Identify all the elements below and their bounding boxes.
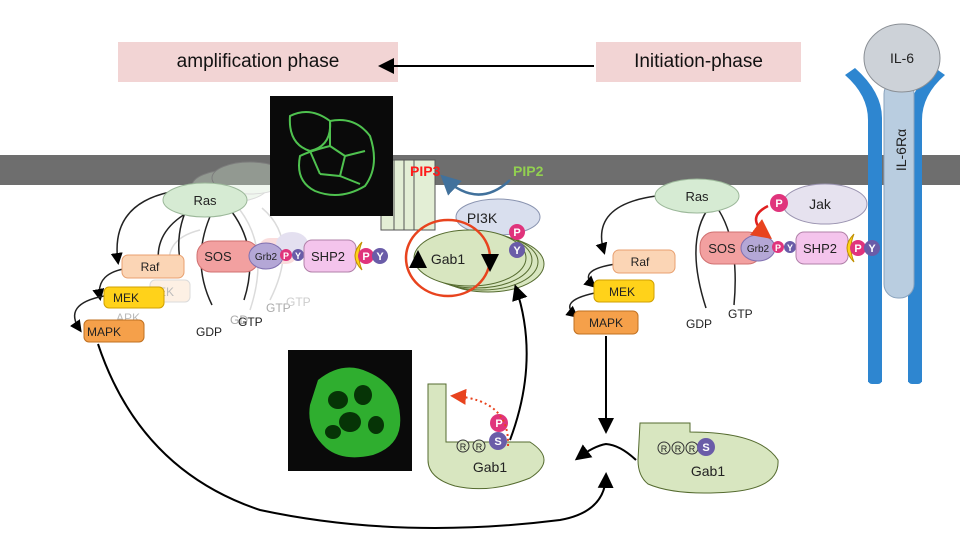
pip2-to-pip3-arrow [440,174,511,196]
y-right-label: Y [787,243,793,253]
r1-left-label: R [460,442,467,452]
s-right [697,438,715,456]
gab1-p-label: P [513,227,520,239]
il6-receptor [845,23,945,384]
gdp-right-label: GDP [686,317,712,331]
il6-label: IL-6 [890,50,914,66]
y-left-label: Y [295,251,301,261]
microscopy-image-membrane [270,96,393,216]
il6ra-label: IL-6Rα [893,129,909,171]
ghost-gtp-label: GTP [266,301,291,315]
mek-right [593,279,655,303]
microscopy-image-cytoplasm [288,350,412,471]
shp2-y-left [372,248,388,264]
pip2-label: PIP2 [513,163,544,179]
shp2-p-right-label: P [854,243,861,255]
mek-left [103,286,165,309]
gtp-left-label: GTP [238,315,263,329]
p-bottom [490,414,508,432]
down-triangle [481,254,499,272]
y-left [292,249,304,261]
amplification-phase-label: amplification phase [118,42,398,82]
gab1-conversion-arrow [574,442,637,461]
ras-right-label: Ras [685,189,709,204]
gab1-up-arrow [509,284,528,441]
up-triangle [409,250,427,268]
r1-left [456,439,470,453]
p-left-label: P [283,251,289,261]
p-right [772,241,784,253]
pi3k-label: PI3K [467,210,498,226]
gab1-main-label: Gab1 [431,251,465,267]
gab1-bottom-left [427,383,545,490]
gdp-loop-right [695,205,711,309]
gab1-p [509,224,525,240]
grb2-right-label: Grb2 [747,244,770,255]
ghost-gdp-label: GD [230,313,248,327]
shp2-y-right [864,240,880,256]
feedback-loop-arrow [97,343,614,529]
mapk-left-label: MAPK [87,325,121,339]
mek-left-label: MEK [113,291,139,305]
p-right-label: P [775,243,781,253]
p-left [280,249,292,261]
mek-to-mapk-arrow [69,295,105,333]
sos-right-label: SOS [708,241,736,256]
gab1-y-label: Y [513,245,521,257]
shp2-y-left-label: Y [376,251,384,263]
ras-to-raf-arrow [110,191,171,265]
shp2-left-label: SHP2 [311,249,345,264]
s-left-label: S [494,436,501,448]
ras-left-label: Ras [193,193,217,208]
shp2-p-right [850,240,866,256]
gtp-right-label: GTP [728,307,753,321]
raf-right [612,249,676,274]
mek-right-label: MEK [609,285,635,299]
ras-right [654,178,740,214]
jak-p [770,194,788,212]
shp2-right-label: SHP2 [803,241,837,256]
raf-to-mek-arrow-right [583,263,617,288]
r3-right-label: R [689,444,696,454]
shp2-p-left-label: P [362,251,369,263]
cell-membrane [0,155,960,185]
r2-right-label: R [675,444,682,454]
raf-left-label: Raf [141,260,160,274]
grb2-left-label: Grb2 [255,252,278,263]
gab1-y [509,242,525,258]
mapk-right-label: MAPK [589,316,623,330]
r2-right [671,441,685,455]
r1-right-label: R [661,444,668,454]
y-right [784,241,796,253]
shp2-p-left [358,248,374,264]
shp2-y-right-label: Y [868,243,876,255]
jak-phosphorylation-arrow [750,204,772,240]
jak-label: Jak [809,196,832,212]
pip3-label: PIP3 [410,163,441,179]
r2-left [472,439,486,453]
gab1-bottom-left-label: Gab1 [473,459,507,475]
gdp-left-label: GDP [196,325,222,339]
ras-left [162,182,248,218]
s-left [489,432,507,450]
ras-to-raf-arrow-right [595,195,657,255]
gab1-bottom-right-label: Gab1 [691,463,725,479]
sos-left-label: SOS [204,249,232,264]
mapk-left [83,319,145,343]
initiation-phase-label: Initiation-phase [596,42,801,82]
mapk-right [573,310,639,335]
r1-right [657,441,671,455]
mek-to-mapk-arrow-right [565,291,601,318]
jak-p-label: P [775,198,782,210]
ghost-gtp2-label: GTP [286,295,311,309]
s-right-label: S [702,442,709,454]
p-bottom-label: P [495,418,502,430]
raf-left [121,254,185,279]
r2-left-label: R [476,442,483,452]
gab1-bottom-right [637,422,779,494]
raf-right-label: Raf [631,255,650,269]
